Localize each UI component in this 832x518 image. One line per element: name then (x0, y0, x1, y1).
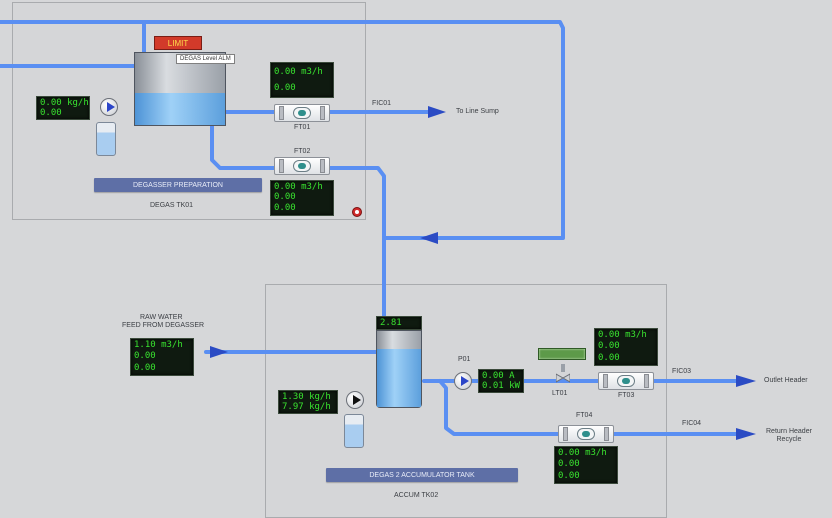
destination-sump-label: To Line Sump (456, 108, 499, 115)
outlet-meter-tag-2: FT03 (618, 392, 635, 399)
accum-transfer-pump[interactable] (454, 372, 472, 390)
level-alarm-tag[interactable]: LIMIT (154, 36, 202, 50)
outlet-flowmeter[interactable] (598, 372, 654, 390)
degasser-subtitle: DEGAS TK01 (150, 202, 194, 209)
main-header-pipe (0, 20, 565, 240)
play-icon (106, 102, 115, 112)
accumulator-name-button[interactable]: DEGAS 2 ACCUMULATOR TANK (326, 468, 518, 482)
degasser-tank[interactable] (134, 52, 226, 126)
arrow-to-sump (428, 106, 446, 118)
return-meter-tag: FT04 (576, 412, 593, 419)
return-flowmeter[interactable] (558, 425, 614, 443)
chemical-container-icon (344, 414, 364, 448)
valve-icon[interactable] (556, 364, 570, 386)
degasser-outlet-flowmeter[interactable] (274, 104, 330, 122)
accum-level (377, 349, 421, 407)
destination-outlet-label: Outlet Header (764, 377, 808, 384)
level-transmitter-tag: LT01 (552, 390, 568, 397)
outlet-meter-tag: FT01 (294, 124, 311, 131)
return-line-tag: FIC04 (682, 420, 702, 427)
degasser-outlet-flow-display: 0.00 m3/h 0.00 (270, 62, 334, 98)
accumulator-tank[interactable] (376, 330, 422, 408)
recycle-flowmeter[interactable] (274, 157, 330, 175)
feed-label-2: FEED FROM DEGASSER (122, 322, 205, 329)
arrow-return-out (736, 428, 756, 440)
play-icon (352, 395, 361, 405)
chemical-container-icon (96, 122, 116, 156)
accum-dose-display: 1.30 kg/h 7.97 kg/h (278, 390, 338, 414)
destination-return-label: Return Header Recycle (766, 428, 812, 444)
pump-tag: P01 (458, 356, 471, 363)
feed-label-1: RAW WATER (140, 314, 183, 321)
arrow-feed-in (210, 346, 228, 358)
play-icon (460, 376, 469, 386)
recycle-meter-tag: FT02 (294, 148, 311, 155)
accum-level-display: 2.81 (376, 316, 422, 330)
recycle-flow-display: 0.00 m3/h 0.00 0.00 (270, 180, 334, 216)
outlet-line-tag: FIC01 (372, 100, 392, 107)
warning-icon[interactable] (352, 207, 362, 217)
degasser-dose-display: 0.00 kg/h 0.00 (36, 96, 90, 120)
arrow-return-header (420, 232, 438, 244)
return-flow-display: 0.00 m3/h 0.00 0.00 (554, 446, 618, 484)
accum-dose-pump[interactable] (346, 391, 364, 409)
degasser-name-button[interactable]: DEGASSER PREPARATION (94, 178, 262, 192)
outlet-flow-display: 0.00 m3/h 0.00 0.00 (594, 328, 658, 366)
accumulator-subtitle: ACCUM TK02 (394, 492, 439, 499)
level-transmitter-bar (538, 348, 586, 360)
outlet-line-tag-2: FIC03 (672, 368, 692, 375)
level-alarm-tooltip: DEGAS Level ALM (176, 54, 235, 64)
feed-flow-display: 1.10 m3/h 0.00 0.00 (130, 338, 194, 376)
arrow-outlet-header (736, 375, 756, 387)
degasser-level (135, 93, 225, 125)
degasser-dose-pump[interactable] (100, 98, 118, 116)
accum-return-pipe (438, 379, 750, 436)
pump-power-display: 0.00 A 0.01 kW (478, 369, 524, 393)
